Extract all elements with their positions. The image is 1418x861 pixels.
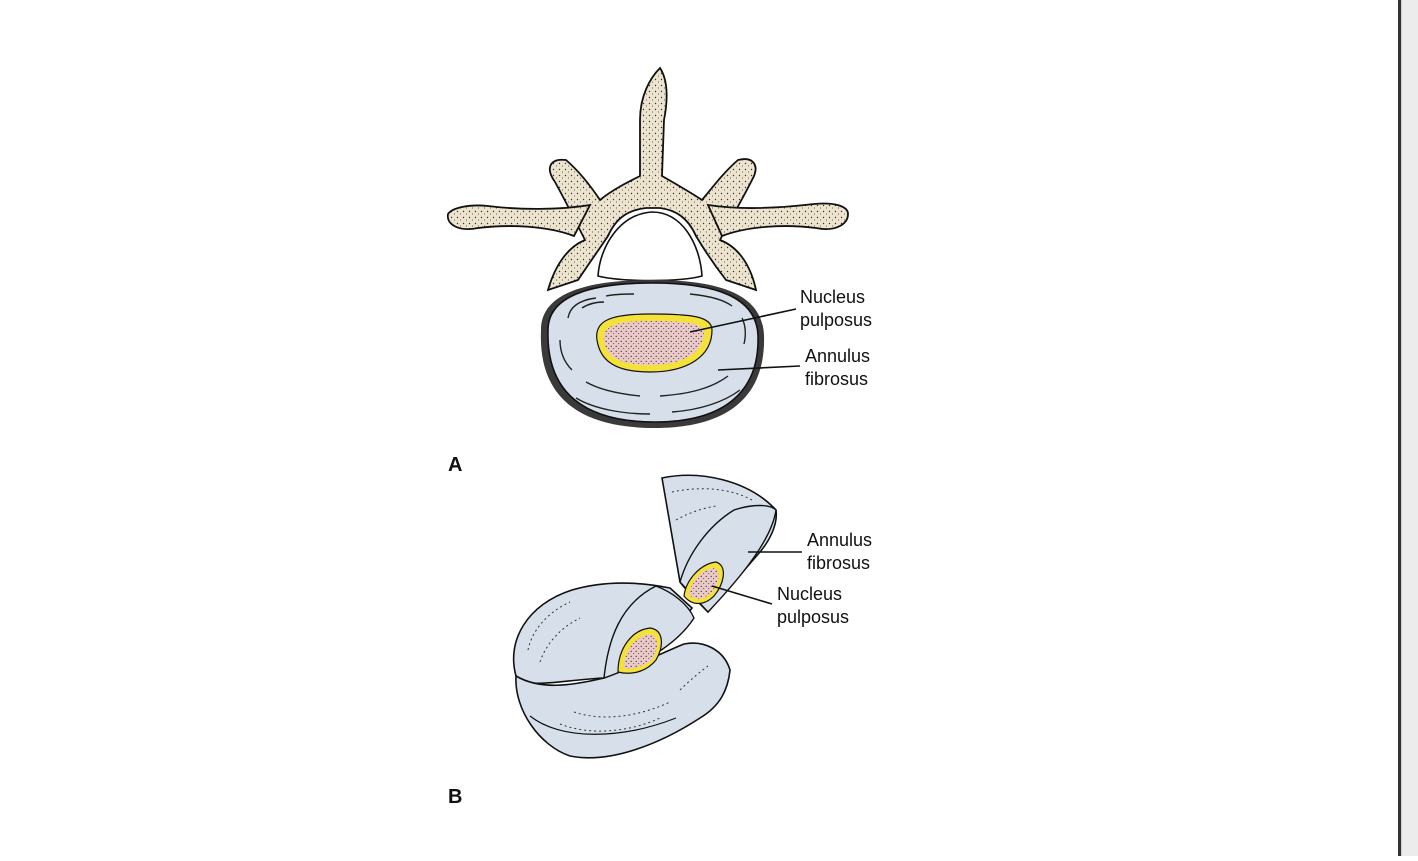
left-transverse-process [446,203,592,238]
panel-letter-b: B [448,786,462,808]
panel-letter-a: A [448,454,462,476]
label-nucleus-a-line2: pulposus [800,310,872,330]
panel-a: Nucleus pulposus Annulus fibrosus A [446,66,872,476]
panel-b: Annulus fibrosus Nucleus pulposus B [448,474,872,808]
disc-top-view [540,280,765,428]
right-transverse-process [706,202,849,238]
leader-line-annulus-a [717,365,801,371]
leader-line-nucleus-b [711,585,773,605]
annulus-lamellae-a [559,293,747,415]
label-annulus-b-line2: fibrosus [807,553,870,573]
scrollbar-thumb[interactable] [1401,0,1418,856]
disc-surface-texture-b [527,601,709,732]
wedge-nucleus-pulposus-b [689,568,719,599]
vertebra-bone [446,66,849,292]
label-annulus-a-line1: Annulus [805,346,870,366]
label-nucleus-b-line2: pulposus [777,607,849,627]
posterior-arch [546,66,758,292]
label-nucleus-b-line1: Nucleus [777,584,842,604]
label-nucleus-a-line1: Nucleus [800,287,865,307]
label-annulus-a-line2: fibrosus [805,369,868,389]
disc-lower-fold-b [529,715,677,735]
nucleus-pulposus-b [624,634,657,669]
nucleus-pulposus-a [603,321,704,365]
leader-line-nucleus-a [689,308,797,333]
label-annulus-b-line1: Annulus [807,530,872,550]
